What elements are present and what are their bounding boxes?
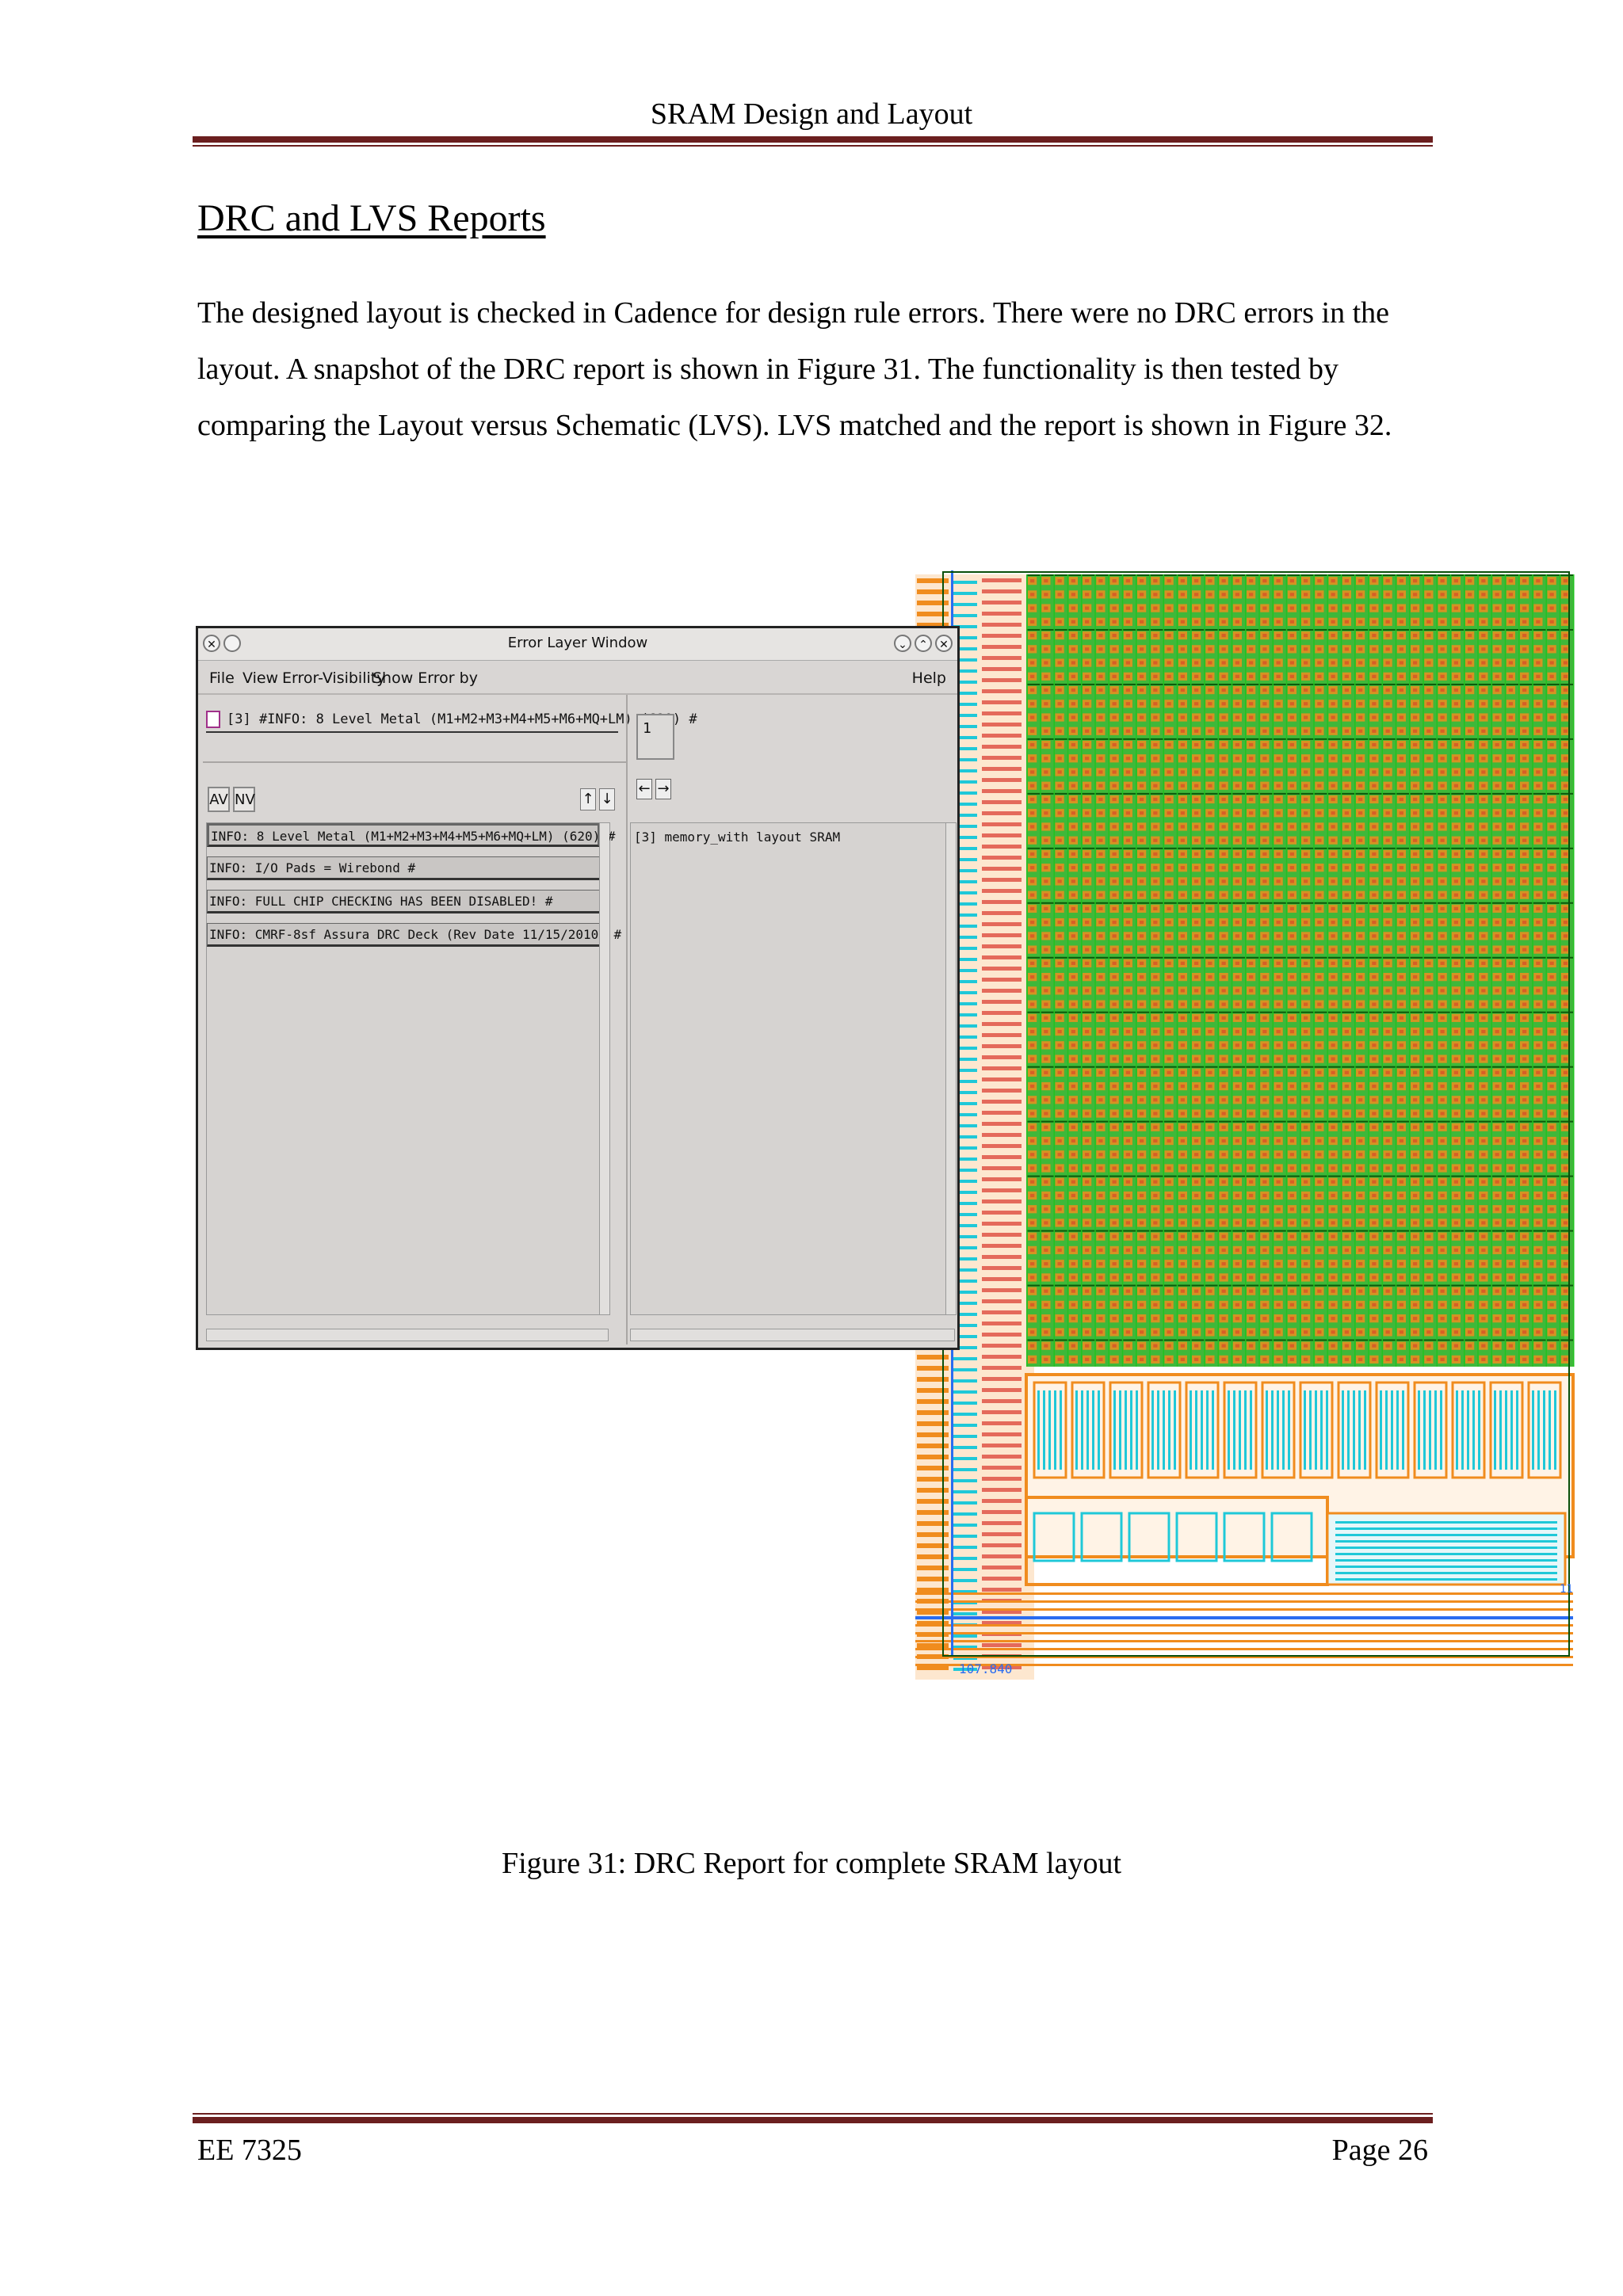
selected-error-row[interactable]: [3] #INFO: 8 Level Metal (M1+M2+M3+M4+M5… [206, 711, 697, 733]
next-arrow-icon[interactable]: → [655, 779, 671, 799]
footer-page-number: Page 26 [1331, 2134, 1428, 2167]
detail-pane: [3] memory_with layout SRAM [630, 822, 957, 1315]
av-button[interactable]: AV [208, 787, 230, 812]
figure-caption: Figure 31: DRC Report for complete SRAM … [501, 1847, 1122, 1880]
maximize-icon[interactable]: ⌃ [915, 635, 932, 652]
menu-help[interactable]: Help [911, 669, 946, 687]
move-down-icon[interactable]: ↓ [599, 788, 615, 810]
layout-side-label: 11 [1560, 1583, 1573, 1596]
sram-layout-image: 107.840 11 [915, 570, 1575, 1680]
menu-view[interactable]: View [242, 669, 279, 687]
left-pane-separator [203, 761, 627, 763]
count-field[interactable]: 1 [636, 714, 674, 760]
nv-button[interactable]: NV [233, 787, 255, 812]
previous-arrow-icon[interactable]: ← [636, 779, 652, 799]
header-rule [193, 136, 1433, 143]
list-vertical-scrollbar[interactable] [599, 823, 609, 1314]
window-pin-icon[interactable] [223, 635, 241, 652]
minimize-icon[interactable]: ⌄ [894, 635, 911, 652]
menu-error-visibility[interactable]: Error-Visibility [282, 669, 386, 687]
section-heading: DRC and LVS Reports [197, 197, 546, 239]
menu-file[interactable]: File [209, 669, 235, 687]
detail-text: [3] memory_with layout SRAM [634, 830, 841, 845]
menu-show-error-by[interactable]: Show Error by [372, 669, 478, 687]
footer-rule [193, 2117, 1433, 2123]
page-header-title: SRAM Design and Layout [650, 97, 973, 131]
footer-course: EE 7325 [197, 2134, 302, 2167]
move-up-icon[interactable]: ↑ [580, 788, 596, 810]
list-item[interactable]: INFO: I/O Pads = Wirebond # [207, 856, 600, 880]
footer-rule-thin [193, 2113, 1433, 2115]
menu-separator [198, 693, 957, 695]
detail-vertical-scrollbar[interactable] [945, 823, 956, 1314]
list-item[interactable]: INFO: CMRF-8sf Assura DRC Deck (Rev Date… [207, 923, 621, 947]
layout-coordinate-label: 107.840 [959, 1661, 1012, 1676]
list-horizontal-scrollbar[interactable] [206, 1329, 609, 1341]
figure-31: 107.840 11 ✕ Error Layer Window ⌄ ⌃ ✕ Fil… [194, 563, 1575, 1680]
selection-checkbox[interactable] [206, 711, 220, 728]
close-icon[interactable]: ✕ [935, 635, 953, 652]
window-title: Error Layer Window [507, 635, 648, 651]
error-list: INFO: 8 Level Metal (M1+M2+M3+M4+M5+M6+M… [206, 822, 621, 1315]
detail-horizontal-scrollbar[interactable] [630, 1329, 955, 1341]
pane-divider[interactable] [626, 695, 628, 1344]
list-item[interactable]: INFO: FULL CHIP CHECKING HAS BEEN DISABL… [207, 890, 600, 913]
menubar: File View Error-Visibility Show Error by… [198, 662, 957, 693]
list-item[interactable]: INFO: 8 Level Metal (M1+M2+M3+M4+M5+M6+M… [207, 823, 616, 847]
error-layer-window: ✕ Error Layer Window ⌄ ⌃ ✕ File View Err… [196, 626, 960, 1350]
body-paragraph: The designed layout is checked in Cadenc… [197, 296, 1392, 442]
selected-error-text: [3] #INFO: 8 Level Metal (M1+M2+M3+M4+M5… [227, 711, 697, 727]
window-menu-icon[interactable]: ✕ [203, 635, 220, 652]
header-rule-thin [193, 145, 1433, 147]
window-titlebar: ✕ Error Layer Window ⌄ ⌃ ✕ [198, 628, 957, 661]
